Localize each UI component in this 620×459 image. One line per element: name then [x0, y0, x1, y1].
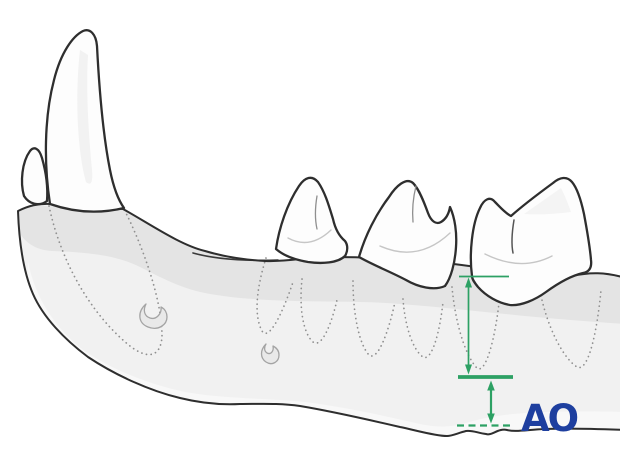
canine-tooth [44, 29, 126, 213]
teeth [20, 29, 593, 307]
premolar-4 [357, 179, 458, 290]
upper-measurement-arrow [465, 277, 472, 375]
mental-foramen-posterior [260, 343, 280, 365]
molar-cusp-shading [524, 188, 571, 215]
molar-root-outlines [451, 286, 602, 370]
measurement-annotations [457, 275, 514, 427]
ao-logo: AO [521, 397, 578, 440]
canine-highlight [77, 50, 93, 184]
incisor-tooth [20, 147, 49, 206]
premolar-root-outlines [256, 257, 444, 359]
molar-1 [469, 176, 593, 307]
lower-measurement-arrow [487, 380, 495, 424]
tooth-root-outlines [48, 205, 602, 370]
premolar-3 [274, 176, 349, 265]
mental-foramen-anterior [139, 303, 168, 329]
